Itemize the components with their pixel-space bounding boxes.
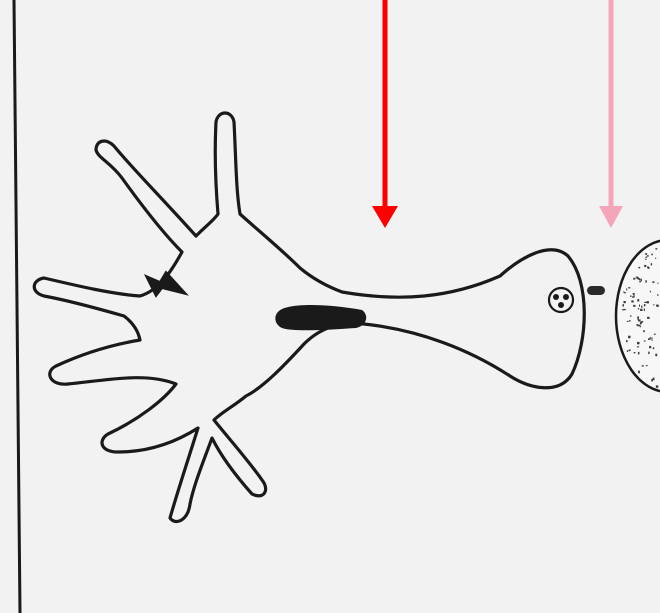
stipple-dot (647, 267, 649, 268)
stipple-dot (630, 296, 632, 297)
stipple-dot (644, 304, 646, 306)
synaptic-vesicle (549, 288, 573, 312)
stipple-dot (637, 277, 639, 279)
stipple-dot (637, 346, 639, 347)
stipple-dot (651, 379, 653, 381)
stipple-dot (640, 322, 642, 325)
stipple-dot (644, 302, 646, 303)
stipple-dot (650, 291, 651, 293)
stipple-dot (644, 341, 646, 342)
stipple-dot (657, 283, 658, 284)
stipple-dot (646, 365, 648, 366)
stipple-dot (638, 370, 639, 372)
stipple-dot (631, 300, 633, 302)
stipple-dot (647, 301, 649, 303)
stipple-dot (644, 308, 645, 311)
stipple-dot (651, 263, 652, 265)
stipple-dot (626, 288, 627, 290)
stipple-dot (622, 309, 624, 310)
stipple-dot (639, 281, 641, 283)
stipple-dot (638, 319, 640, 321)
stipple-dot (654, 334, 656, 335)
stipple-dot (652, 281, 654, 283)
stipple-dot (640, 326, 641, 327)
stipple-dot (645, 280, 646, 283)
stipple-dot (645, 259, 646, 261)
stipple-dot (647, 255, 649, 256)
stipple-dot (648, 352, 649, 355)
stipple-dot (625, 292, 626, 294)
stipple-dot (638, 308, 639, 309)
stipple-dot (639, 279, 641, 281)
stipple-dot (657, 294, 658, 295)
target-cell (616, 240, 660, 392)
stipple-dot (650, 337, 651, 339)
stipple-dot (629, 350, 631, 352)
stipple-dot (626, 340, 627, 342)
stipple-dot (634, 352, 636, 353)
stipple-dot (632, 296, 633, 298)
stipple-dot (653, 304, 654, 305)
stipple-dot (651, 254, 653, 256)
stipple-dot (642, 365, 644, 366)
stipple-dot (647, 317, 650, 319)
stipple-dot (639, 305, 640, 307)
stipple-dot (656, 385, 659, 387)
stipple-dot (655, 354, 657, 357)
stipple-dot (627, 350, 628, 352)
stipple-dot (637, 299, 639, 301)
stipple-dot (623, 304, 625, 306)
stipple-dot (638, 352, 640, 355)
stipple-dot (641, 279, 642, 282)
stipple-dot (628, 287, 630, 288)
left-border-line (14, 0, 20, 613)
stipple-dot (656, 305, 658, 307)
stipple-dot (630, 315, 631, 317)
stipple-dot (637, 316, 639, 318)
stipple-dot (640, 309, 642, 311)
stipple-dot (651, 338, 653, 339)
stipple-dot (643, 330, 645, 332)
stipple-dot (645, 253, 647, 255)
stipple-dot (633, 293, 635, 295)
soma-arrow-mark (146, 272, 186, 296)
stipple-dot (638, 267, 640, 269)
red-arrow (372, 0, 398, 228)
stipple-dot (637, 342, 640, 344)
stipple-dot (651, 339, 652, 340)
axon-hillock-marker (275, 305, 366, 330)
stipple-dot (644, 265, 646, 267)
stipple-dot (638, 324, 639, 326)
stipple-dot (655, 248, 657, 249)
released-neurotransmitter (587, 286, 605, 295)
stipple-dot (623, 309, 626, 310)
stipple-dot (633, 278, 635, 280)
stipple-dot (655, 258, 656, 259)
stipple-dot (634, 295, 635, 298)
stipple-dot (653, 347, 654, 349)
stipple-dot (627, 321, 629, 322)
stipple-dot (624, 301, 626, 303)
stipple-dot (641, 306, 642, 308)
stipple-dot (628, 336, 630, 339)
stipple-dot (633, 305, 635, 307)
pink-arrow (599, 0, 623, 228)
stipple-dot (649, 346, 651, 348)
stipple-dot (623, 292, 624, 293)
stipple-dot (646, 257, 648, 258)
stipple-dot (629, 320, 631, 321)
